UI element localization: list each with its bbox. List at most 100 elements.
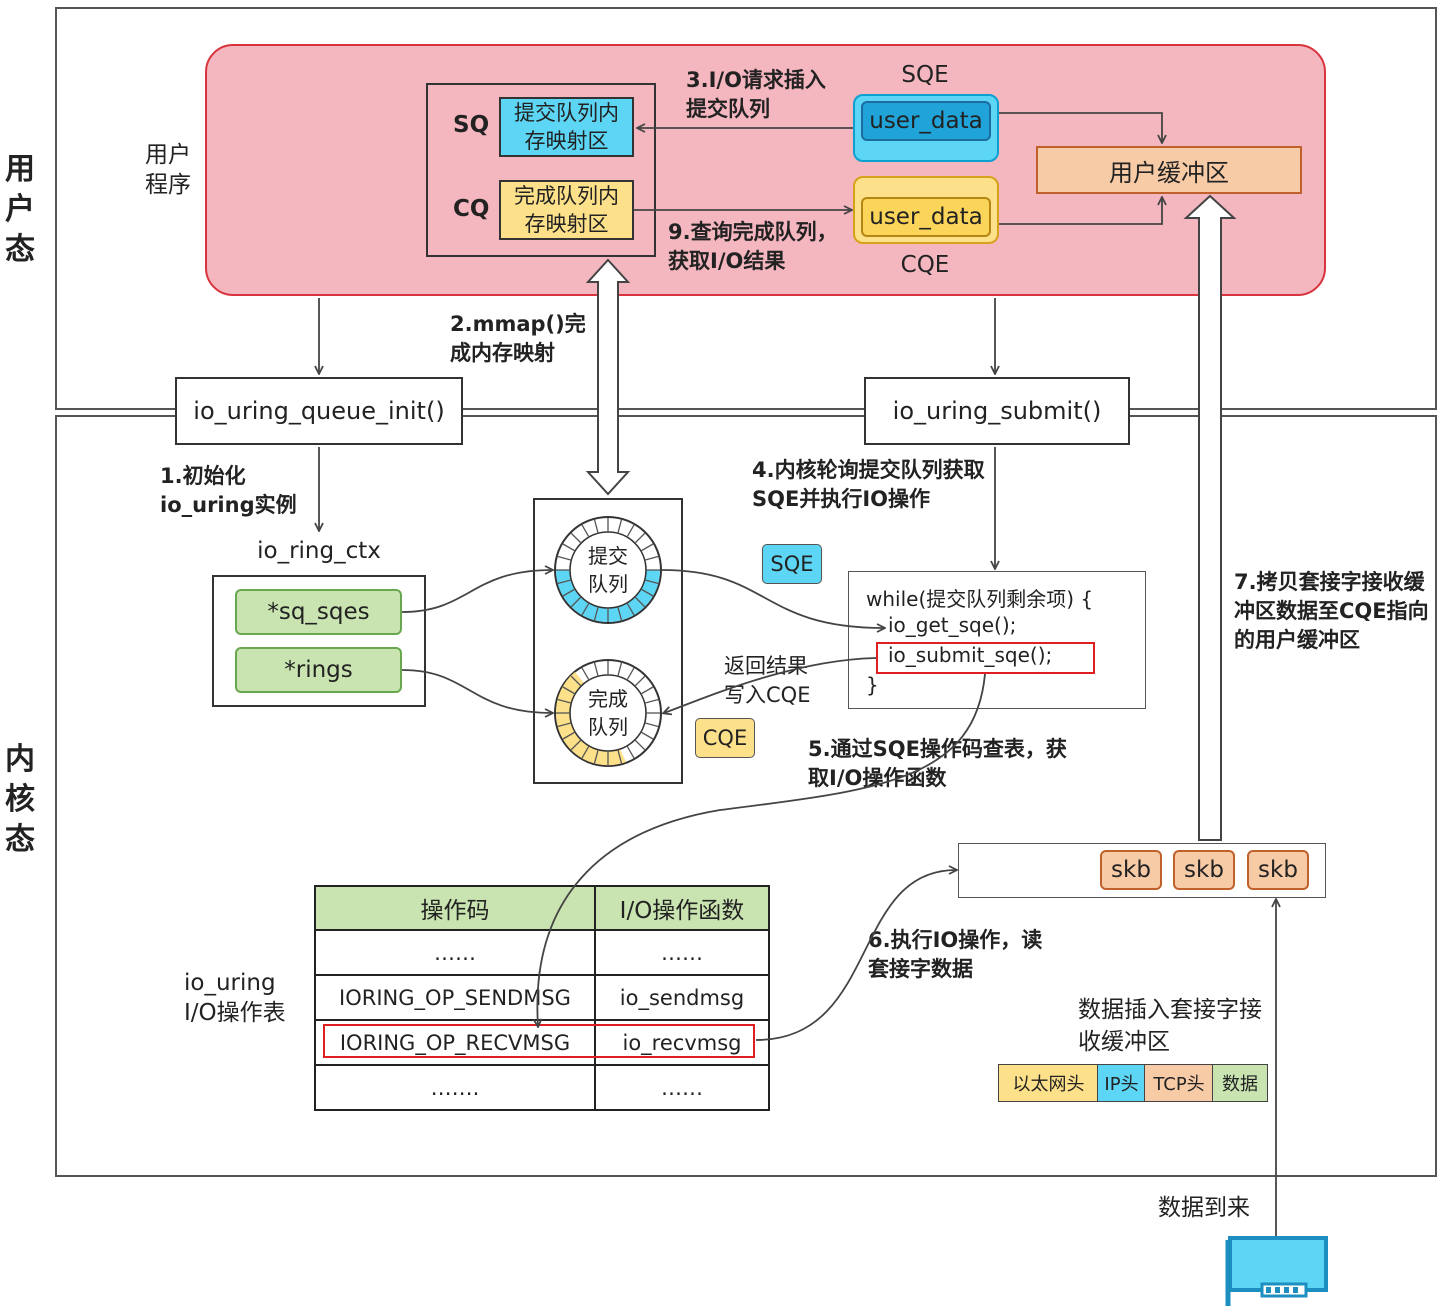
table-cell: ……: [594, 1064, 770, 1111]
step-7-label: 7.拷贝套接字接收缓冲区数据至CQE指向的用户缓冲区: [1234, 570, 1429, 652]
arrow-ring-to-loop: [661, 569, 884, 628]
step-1-label: 1.初始化io_uring实例: [160, 464, 297, 517]
packet-data: 数据: [1212, 1064, 1268, 1102]
ring-slot-divider: [570, 739, 582, 751]
ring-slot-divider: [644, 698, 659, 704]
ring-slot-divider: [634, 739, 646, 751]
ring-slot-divider: [640, 731, 654, 740]
ring-slot-divider: [593, 749, 599, 764]
ring-slot-divider: [570, 675, 582, 687]
user-space-frame: [55, 7, 1437, 410]
step-2-label: 2.mmap()完成内存映射: [450, 312, 586, 365]
cqe-caption: CQE: [900, 252, 950, 278]
kernel-space-label: 内核态: [5, 742, 35, 857]
user-space-label: 用户态: [5, 152, 35, 267]
arrow-sqe-to-buffer: [999, 112, 1162, 142]
op-table-header: 操作码: [314, 885, 596, 931]
ring-slot-divider: [581, 745, 590, 759]
op-table-header: I/O操作函数: [594, 885, 770, 931]
arrow-sqsqes-to-ring: [401, 570, 552, 613]
rings-field: *rings: [235, 647, 402, 693]
queue-mapping-box: [426, 83, 656, 257]
data-arrival-label: 数据到来: [1158, 1195, 1250, 1221]
table-cell: IORING_OP_RECVMSG: [314, 1019, 596, 1066]
io-uring-queue-init-box: io_uring_queue_init(): [175, 377, 463, 445]
ring-slot-divider: [644, 722, 659, 728]
user-buffer: 用户缓冲区: [1036, 146, 1302, 194]
ring-slot-divider: [557, 555, 572, 561]
table-cell: …….: [314, 1064, 596, 1111]
ring-slot-divider: [570, 532, 582, 544]
sq-mapped-region: 提交队列内存映射区: [499, 97, 634, 157]
ring-slot-divider: [640, 543, 654, 552]
arrow-loop-to-table: [537, 673, 986, 1026]
network-card-icon: [1225, 1236, 1328, 1306]
completion-ring: [554, 659, 662, 767]
ring-slot-divider: [640, 588, 654, 597]
ring-slot-divider: [593, 662, 599, 677]
cq-mapped-region: 完成队列内存映射区: [499, 180, 634, 240]
loop-line-4: }: [866, 673, 879, 697]
ring-slot-divider: [617, 749, 623, 764]
ring-slot-divider: [557, 698, 572, 704]
ring-slot-divider: [617, 662, 623, 677]
ring-slot-divider: [593, 606, 599, 621]
step-3-label: 3.I/O请求插入提交队列: [686, 68, 826, 121]
step-6-label: 6.执行IO操作，读套接字数据: [868, 928, 1043, 981]
skb-item: skb: [1173, 850, 1235, 890]
ring-slot-divider: [562, 588, 576, 597]
op-table-caption: io_uring I/O操作表: [184, 970, 286, 1026]
submission-ring: [554, 516, 662, 624]
loop-line-3: io_submit_sqe();: [888, 643, 1053, 667]
submit-loop-box: [848, 571, 1146, 709]
insert-label: 数据插入套接字接收缓冲区: [1078, 997, 1262, 1055]
sqe-caption: SQE: [901, 62, 949, 88]
sq-sqes-field: *sq_sqes: [235, 589, 402, 635]
io-ring-ctx-title: io_ring_ctx: [257, 538, 381, 564]
submission-ring-label: 队列: [588, 572, 628, 596]
arrow-loop-to-ring: [664, 657, 877, 713]
sq-label: SQ: [453, 112, 490, 138]
ring-slot-divider: [634, 596, 646, 608]
user-program-label: 用户程序: [145, 142, 191, 198]
submit-sqe-highlight: [876, 642, 1095, 674]
ring-slot-divider: [557, 579, 572, 585]
ring-slot-divider: [562, 543, 576, 552]
ring-slot-divider: [626, 524, 635, 538]
skb-item: skb: [1247, 850, 1309, 890]
ring-slot-divider: [634, 532, 646, 544]
ring-slot-divider: [557, 722, 572, 728]
completion-ring-label: 队列: [588, 715, 628, 739]
cqe-user-data: user_data: [861, 197, 991, 237]
completion-ring-label: 完成: [588, 687, 628, 711]
copy-to-buffer-arrow: [1183, 194, 1237, 841]
ring-container: [533, 498, 683, 784]
ring-slot-divider: [617, 606, 623, 621]
step-4-label: 4.内核轮询提交队列获取SQE并执行IO操作: [752, 458, 985, 511]
submission-ring-label: 提交: [588, 544, 628, 568]
ring-slot-divider: [626, 745, 635, 759]
arrow-table-to-skb: [755, 870, 956, 1041]
step-5-label: 5.通过SQE操作码查表，获取I/O操作函数: [808, 737, 1067, 790]
arrow-cqe-to-buffer: [999, 198, 1162, 225]
ring-slot-divider: [644, 555, 659, 561]
ring-slot-divider: [581, 524, 590, 538]
io-uring-submit-box: io_uring_submit(): [864, 377, 1130, 445]
arrow-rings-to-ring: [401, 669, 552, 713]
ring-slot-divider: [626, 667, 635, 681]
mmap-double-arrow: [585, 258, 631, 496]
socket-receive-buffer: [958, 843, 1326, 898]
write-back-label: 返回结果写入CQE: [724, 654, 811, 707]
table-cell: io_recvmsg: [594, 1019, 770, 1066]
ring-slot-divider: [562, 731, 576, 740]
table-cell: ……: [314, 929, 596, 976]
loop-line-2: io_get_sqe();: [888, 613, 1017, 637]
ring-slot-divider: [570, 596, 582, 608]
op-table: 操作码 I/O操作函数 …… …… IORING_OP_SENDMSG io_s…: [314, 885, 770, 1111]
ring-slot-divider: [617, 519, 623, 534]
ring-slot-divider: [562, 686, 576, 695]
cq-label: CQ: [453, 196, 490, 222]
packet-ethernet-header: 以太网头: [998, 1064, 1099, 1102]
ring-slot-divider: [626, 602, 635, 616]
